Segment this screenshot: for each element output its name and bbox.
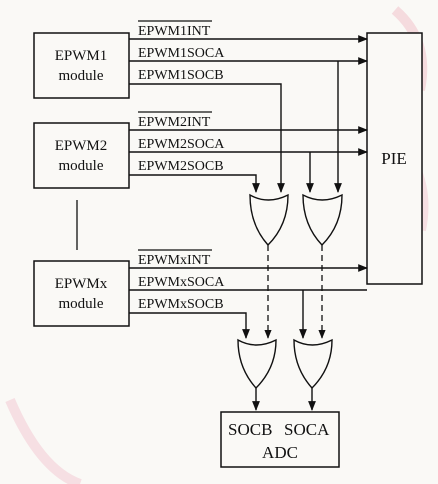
module-epwm2-name: EPWM2 bbox=[55, 138, 108, 154]
adc-block: SOCB SOCA ADC bbox=[220, 411, 340, 468]
adc-socb-label: SOCB bbox=[228, 420, 272, 439]
or-gate-socb-lower bbox=[237, 338, 277, 390]
signal-epwmxsoca-label: EPWMxSOCA bbox=[138, 275, 225, 290]
signal-epwmxint-label: EPWMxINT bbox=[138, 253, 211, 268]
module-epwm1-label: module bbox=[59, 68, 104, 84]
signal-epwm1int-label: EPWM1INT bbox=[138, 24, 211, 39]
pie-block: PIE bbox=[366, 32, 423, 285]
signal-epwm2socb-label: EPWM2SOCB bbox=[138, 159, 224, 174]
or-gate-socb-upper bbox=[249, 193, 289, 247]
or-gate-soca-lower bbox=[293, 338, 333, 390]
module-epwmx: EPWMx module bbox=[33, 260, 130, 327]
or-gate-soca-upper bbox=[302, 193, 343, 247]
module-epwm2: EPWM2 module bbox=[33, 122, 130, 189]
module-epwmx-name: EPWMx bbox=[55, 276, 108, 292]
adc-label: ADC bbox=[262, 443, 298, 462]
signal-epwm2int-label: EPWM2INT bbox=[138, 115, 211, 130]
module-epwmx-label: module bbox=[59, 296, 104, 312]
module-epwm2-label: module bbox=[59, 158, 104, 174]
module-epwm1-name: EPWM1 bbox=[55, 48, 108, 64]
signal-epwm1soca-label: EPWM1SOCA bbox=[138, 46, 225, 61]
signal-epwm1socb-label: EPWM1SOCB bbox=[138, 68, 224, 83]
signal-epwm2soca-label: EPWM2SOCA bbox=[138, 137, 225, 152]
signals-epwm1: EPWM1INT EPWM1SOCA EPWM1SOCB bbox=[129, 20, 368, 193]
pie-label: PIE bbox=[381, 149, 407, 168]
signals-epwmx: EPWMxINT EPWMxSOCA EPWMxSOCB bbox=[129, 249, 368, 339]
signal-epwmxsocb-label: EPWMxSOCB bbox=[138, 297, 224, 312]
signals-epwm2: EPWM2INT EPWM2SOCA EPWM2SOCB bbox=[129, 61, 368, 193]
adc-soca-label: SOCA bbox=[284, 420, 330, 439]
module-epwm1: EPWM1 module bbox=[33, 32, 130, 99]
